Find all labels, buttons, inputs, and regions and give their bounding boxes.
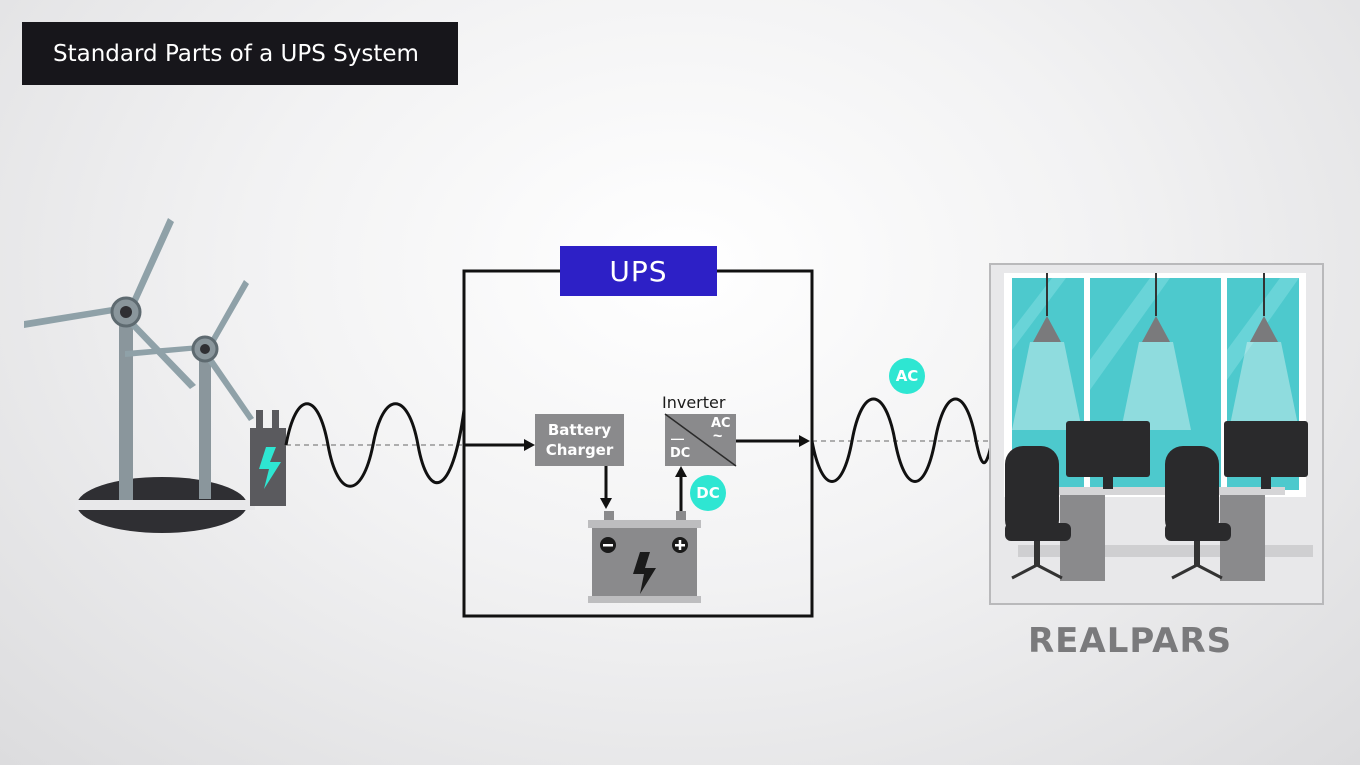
inverter-ac-symbol: ~: [713, 428, 723, 445]
slide-title: Standard Parts of a UPS System: [22, 22, 458, 85]
dc-badge: DC: [690, 475, 726, 511]
battery-charger-box: Battery Charger: [535, 414, 624, 466]
monitor-icon: [1224, 421, 1308, 489]
arrow-to-battery: [600, 498, 612, 509]
lamp-icon: [1121, 273, 1191, 430]
inverter-ac-text: AC: [711, 416, 731, 431]
inverter-dc-text: DC: [670, 446, 691, 461]
ac-badge: AC: [889, 358, 925, 394]
monitor-icon: [1066, 421, 1150, 489]
output-ac-waveform: [810, 397, 994, 483]
wind-turbine-icon: [24, 218, 255, 533]
input-ac-waveform: [284, 402, 466, 488]
chair-icon: [1165, 446, 1231, 580]
arrow-to-charger: [524, 439, 535, 451]
battery-icon: [588, 511, 701, 603]
arrow-to-load: [799, 435, 810, 447]
battery-charger-label-line1: Battery: [547, 421, 612, 439]
power-source-icon: [250, 410, 286, 506]
battery-charger-label-line2: Charger: [545, 441, 614, 459]
ups-label: UPS: [560, 246, 717, 296]
chair-icon: [1005, 446, 1071, 580]
realpars-logo: REALPARS: [1028, 621, 1233, 661]
inverter-dc-symbol: —: [671, 431, 684, 446]
lamp-icon: [1229, 273, 1299, 430]
arrow-to-inverter: [675, 466, 687, 477]
inverter-label: Inverter: [662, 393, 726, 412]
office-icon: [989, 263, 1324, 605]
lamp-icon: [1012, 273, 1082, 430]
